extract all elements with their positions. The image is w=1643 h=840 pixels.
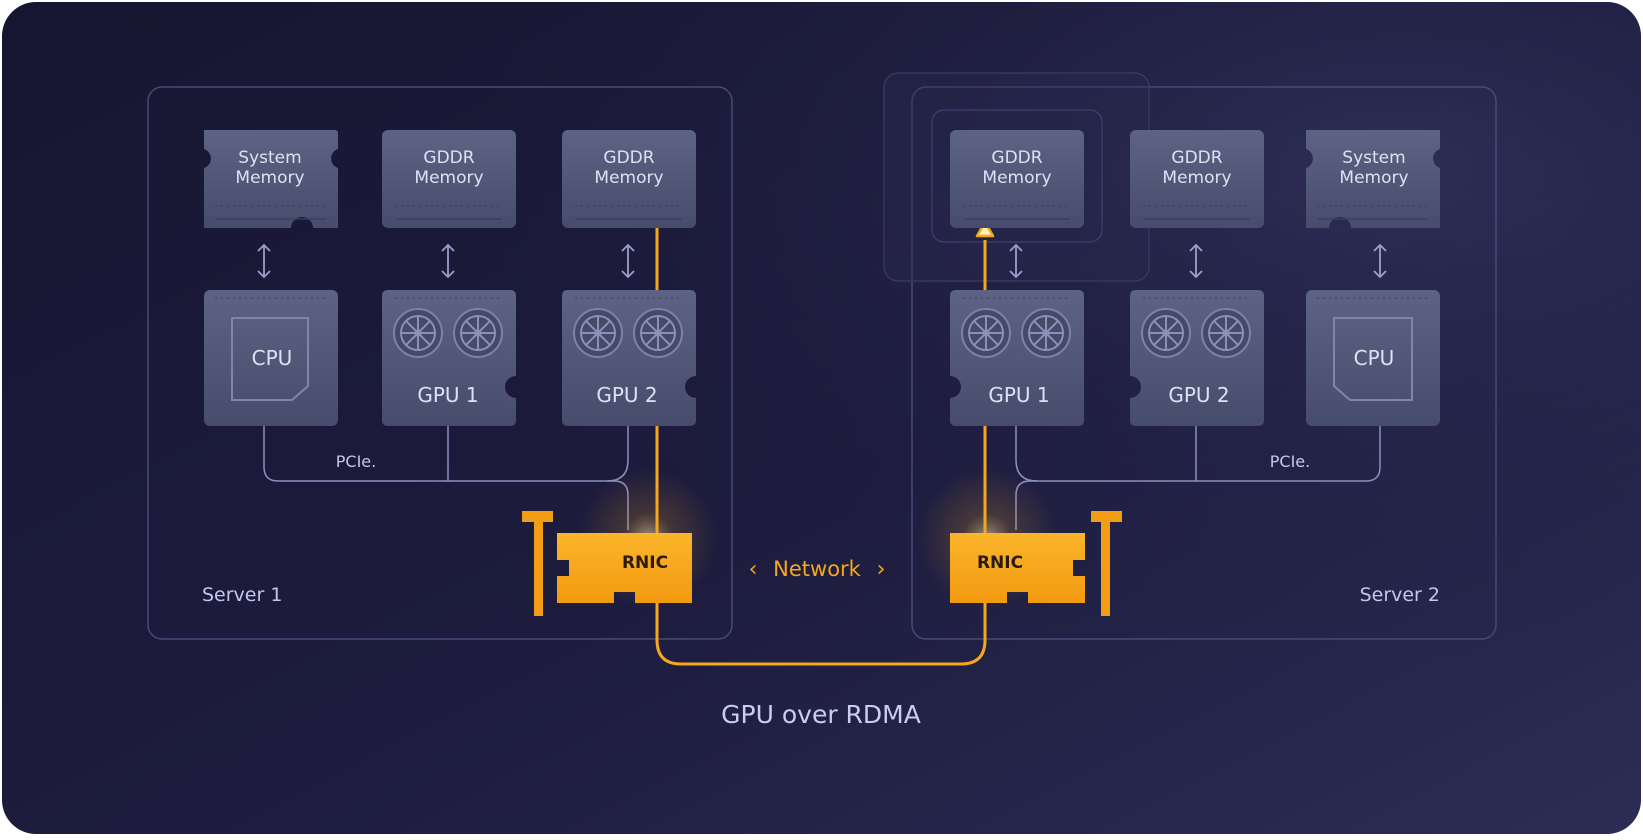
server2-memory-arrows [1009, 243, 1387, 279]
chip-contact-dots [215, 297, 325, 299]
fan-icon [1021, 308, 1071, 358]
chip-contact-dots [575, 297, 679, 299]
arrowhead-icon [975, 220, 995, 238]
server1-cpu-label: CPU [252, 346, 293, 370]
server1-pcie-label: PCIe. [336, 452, 376, 471]
fan-icon [1141, 308, 1191, 358]
server1-memory-arrows [257, 243, 635, 279]
cpu-die-icon [1333, 317, 1413, 401]
bidirectional-arrow-icon [441, 243, 455, 279]
chip-contact-dots [395, 205, 499, 207]
server2-gpu2-label: GPU 2 [1168, 383, 1229, 407]
server1-gpu2-label: GPU 2 [596, 383, 657, 407]
chip-contact-dots [395, 297, 499, 299]
server1-gpu2-chip: GPU 2 [562, 290, 696, 426]
bidirectional-arrow-icon [257, 243, 271, 279]
chip-contact-dots [575, 205, 679, 207]
chip-contact-dots [1317, 297, 1427, 299]
chevron-right-icon: › [877, 557, 886, 582]
bidirectional-arrow-icon [1373, 243, 1387, 279]
server1-panel [147, 86, 733, 640]
chip-contact-dots [963, 297, 1067, 299]
chip-contact-dots [215, 205, 325, 207]
chevron-left-icon: ‹ [749, 557, 758, 582]
network-label-group: ‹ Network › [749, 557, 886, 582]
server1-gpu1-label: GPU 1 [417, 383, 478, 407]
server2-gpu2-chip: GPU 2 [1130, 290, 1264, 426]
server1-rnic-label: RNIC [622, 553, 668, 573]
server1-rnic-card: RNIC [522, 511, 692, 616]
server1-cpu-chip: CPU [204, 290, 338, 426]
server2-gpu1-chip: GPU 1 [950, 290, 1084, 426]
server2-pcie-label: PCIe. [1270, 452, 1310, 471]
cpu-die-icon [231, 317, 309, 401]
bidirectional-arrow-icon [621, 243, 635, 279]
diagram-caption: GPU over RDMA [721, 700, 921, 729]
chip-contact-dots [963, 205, 1067, 207]
fan-icon [633, 308, 683, 358]
network-label: Network [773, 557, 862, 581]
server2-cpu-label: CPU [1354, 346, 1395, 370]
server2-label: Server 2 [1360, 584, 1440, 606]
server2-panel [911, 86, 1497, 640]
server2-rnic-label: RNIC [977, 553, 1023, 573]
fan-icon [1201, 308, 1251, 358]
server2-gpu1-label: GPU 1 [988, 383, 1049, 407]
chip-contact-dots [1317, 205, 1427, 207]
bidirectional-arrow-icon [1189, 243, 1203, 279]
chip-contact-dots [1143, 205, 1247, 207]
bidirectional-arrow-icon [1009, 243, 1023, 279]
fan-icon [961, 308, 1011, 358]
server1-gpu1-chip: GPU 1 [382, 290, 516, 426]
chip-contact-dots [1143, 297, 1247, 299]
fan-icon [393, 308, 443, 358]
fan-icon [573, 308, 623, 358]
server1-label: Server 1 [202, 584, 282, 606]
target-highlight-inner [931, 109, 1103, 243]
server2-rnic-card: RNIC [950, 511, 1122, 616]
server2-cpu-chip: CPU [1306, 290, 1440, 426]
fan-icon [453, 308, 503, 358]
